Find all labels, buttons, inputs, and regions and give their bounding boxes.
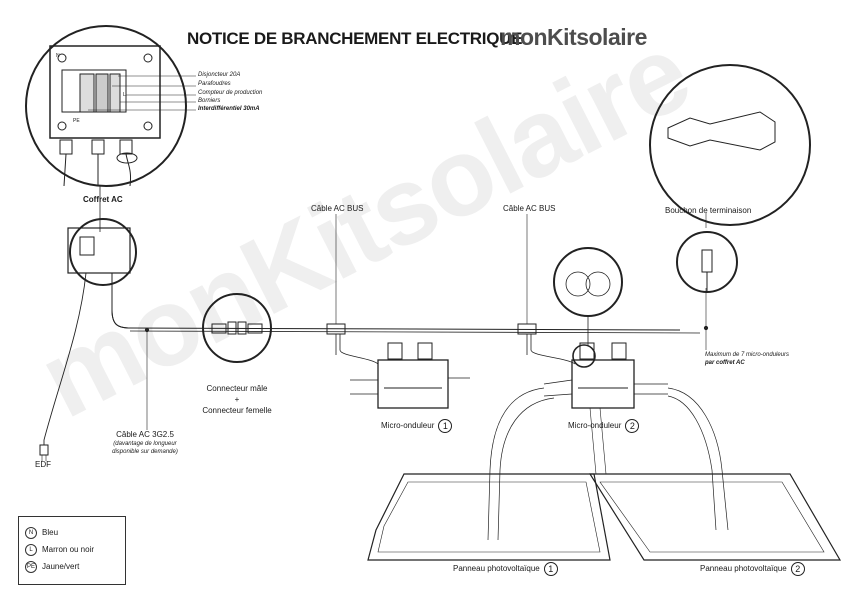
legend-row-pe: PE Jaune/vert: [25, 561, 79, 573]
label-connecteur-femelle: Connecteur femelle: [202, 406, 272, 415]
pv-panel-1: [367, 473, 611, 561]
number-badge-micro-2: 2: [625, 419, 640, 433]
label-cable-ac-bus-1: Câble AC BUS: [311, 204, 364, 213]
bouchon-large-circle: [649, 64, 811, 226]
pv-panel-2: [588, 473, 842, 561]
micro2-detail-circle: [572, 344, 596, 368]
annotation-interdifferentiel: Interdifférentiel 30mA: [198, 106, 260, 112]
legend-symbol: PE: [25, 561, 37, 573]
label-cable-ac-bus-2: Câble AC BUS: [503, 204, 556, 213]
brand-logo: monKitsolaire: [500, 24, 647, 50]
coffret-box: [67, 227, 131, 274]
micro-inverter-1: [377, 359, 449, 409]
number-badge-micro-1: 1: [438, 419, 453, 433]
legend-symbol: L: [25, 544, 37, 556]
coffret-detail-circle: [25, 25, 187, 187]
annotation-disjoncteur: Disjoncteur 20A: [198, 72, 241, 78]
label-max-note-1: Maximum de 7 micro-onduleurs: [705, 352, 790, 358]
label-cable-ac-note-1: (davantage de longueur: [113, 441, 177, 447]
legend-row-n: N Bleu: [25, 527, 58, 539]
legend: N Bleu L Marron ou noir PE Jaune/vert: [18, 516, 126, 585]
annotation-borniers: Borniers: [198, 98, 221, 104]
legend-symbol: N: [25, 527, 37, 539]
label-connecteur-male: Connecteur mâle: [206, 384, 268, 393]
label-edf: EDF: [35, 460, 51, 469]
number-badge-panel-2: 2: [790, 562, 805, 576]
legend-label: Jaune/vert: [42, 562, 80, 572]
connector-detail-circle: [202, 293, 272, 363]
number-badge-panel-1: 1: [543, 562, 558, 576]
label-max-note-2: par coffret AC: [705, 360, 745, 366]
legend-label: Bleu: [42, 528, 59, 538]
terminal-pe: PE: [73, 118, 80, 124]
terminal-n: N: [56, 53, 60, 59]
coffret-small-circle: [69, 218, 137, 286]
annotation-compteur: Compteur de production: [198, 90, 263, 96]
label-bouchon: Bouchon de terminaison: [665, 206, 752, 215]
annotation-parafoudres: Parafoudres: [198, 81, 231, 87]
coffret-label: Coffret AC: [83, 195, 123, 204]
terminal-l: L: [123, 92, 126, 98]
label-plus: +: [234, 395, 240, 404]
cable-coil-circle: [553, 247, 623, 317]
legend-row-l: L Marron ou noir: [25, 544, 94, 556]
label-cable-ac-note-2: disponible sur demande): [112, 449, 178, 455]
page-title: NOTICE DE BRANCHEMENT ELECTRIQUE: [187, 29, 523, 48]
legend-label: Marron ou noir: [42, 545, 95, 555]
label-cable-ac: Câble AC 3G2.5: [116, 430, 174, 439]
